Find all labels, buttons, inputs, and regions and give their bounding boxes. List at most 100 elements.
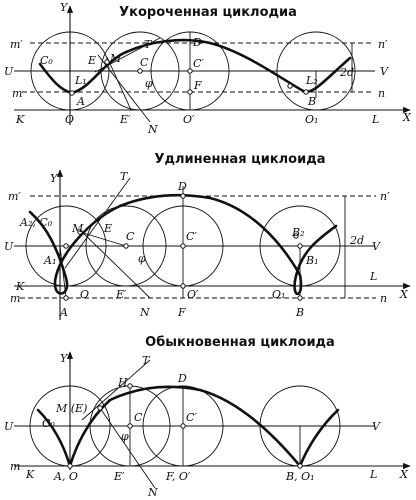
label-e-prime: E′ — [119, 113, 131, 126]
label-x: X — [399, 468, 409, 481]
panel-title: Укороченная циклодиа — [119, 5, 297, 20]
point-b1 — [297, 243, 303, 249]
normal-line — [79, 229, 151, 299]
elongated-cycloid-curve — [28, 193, 338, 295]
label-k: K — [25, 468, 35, 481]
label-2d: 2d — [339, 66, 354, 79]
point-a1 — [63, 243, 69, 249]
tangent-line — [81, 359, 151, 421]
panel-title: Удлиненная циклоида — [155, 152, 326, 167]
label-a: A — [76, 95, 85, 108]
panel-ordinary: Обыкновенная циклоида Y X T H D M (E) C₀… — [4, 335, 411, 499]
point-f — [187, 89, 193, 95]
point-b-o1 — [297, 463, 303, 469]
point-a — [69, 90, 75, 96]
label-x: X — [399, 288, 409, 301]
label-l2: L₂ — [305, 74, 318, 87]
label-l: L — [369, 468, 377, 481]
label-t: T — [142, 354, 151, 367]
label-l1: L₁ — [74, 74, 87, 87]
label-b1: B₁ — [305, 254, 319, 267]
label-f: F — [177, 306, 186, 319]
label-e: E — [103, 222, 112, 235]
label-y: Y — [50, 172, 59, 185]
label-x: X — [402, 111, 412, 124]
generating-circle-final — [276, 31, 356, 111]
panel-title: Обыкновенная циклоида — [145, 335, 335, 350]
label-m-prime: m′ — [8, 190, 21, 203]
label-d: D — [177, 180, 187, 193]
label-c-prime: C′ — [186, 411, 197, 424]
label-c-prime: C′ — [186, 230, 197, 243]
label-c-prime: C′ — [193, 57, 204, 70]
label-m-point: M — [71, 222, 84, 235]
generating-circle-c — [85, 205, 167, 287]
label-phi: φ — [121, 430, 129, 443]
point-b — [303, 89, 309, 95]
label-o1: O₁ — [305, 113, 318, 126]
point-b2 — [293, 233, 299, 239]
point-c — [127, 423, 133, 429]
label-o-prime: O′ — [183, 113, 195, 126]
label-n-prime: n′ — [378, 38, 388, 51]
label-o: O — [80, 288, 89, 301]
label-m-e: M (E) — [55, 402, 87, 415]
label-m: m — [10, 460, 20, 473]
point-c — [123, 243, 129, 249]
label-n-normal: N — [147, 486, 158, 499]
label-l: L — [369, 270, 377, 283]
panel-elongated: Удлиненная циклоида Y X T D m′ n′ — [4, 152, 411, 320]
label-e-prime: E′ — [115, 288, 127, 301]
label-k: K — [15, 280, 25, 293]
generating-circle-initial — [30, 31, 110, 111]
label-a: A — [59, 306, 68, 319]
label-u: U — [4, 65, 14, 78]
label-a-o: A, O — [53, 470, 78, 483]
label-e-prime: E′ — [113, 470, 125, 483]
label-b: B — [295, 306, 304, 319]
point-d — [180, 193, 186, 199]
label-b: B — [307, 95, 316, 108]
point-c-prime — [180, 243, 186, 249]
label-a1: A₁ — [43, 254, 56, 267]
panel-shortened: Укороченная циклодиа Y X — [4, 1, 412, 136]
label-n: n — [378, 87, 385, 100]
radius-to-e-prime — [106, 56, 132, 111]
label-v: V — [372, 420, 381, 433]
point-a — [63, 295, 69, 301]
point-c-prime — [187, 68, 193, 74]
point-o-prime — [180, 283, 186, 289]
label-v: V — [372, 240, 381, 253]
label-m-point: M — [109, 52, 122, 65]
label-o: O — [65, 113, 74, 126]
label-f: F — [193, 79, 202, 92]
label-u: U — [4, 240, 14, 253]
point-c — [137, 68, 143, 74]
label-t: T — [144, 38, 153, 51]
label-u: U — [4, 420, 14, 433]
label-t: T — [120, 170, 129, 183]
label-m: m — [10, 292, 20, 305]
point-c-prime — [180, 423, 186, 429]
label-phi: φ — [138, 252, 146, 265]
label-l: L — [371, 113, 379, 126]
label-c0: C₀ — [42, 417, 55, 430]
point-m-e — [97, 405, 103, 411]
label-v: V — [380, 65, 389, 78]
label-e: E — [87, 54, 96, 67]
radius-c-m — [79, 231, 127, 247]
label-phi: φ — [145, 77, 153, 90]
label-n: n — [380, 292, 387, 305]
point-m — [77, 229, 83, 235]
label-n-prime: n′ — [380, 190, 390, 203]
label-c0: C₀ — [40, 54, 53, 67]
label-c: C — [126, 230, 135, 243]
tangent-line — [64, 177, 131, 269]
label-y: Y — [60, 1, 69, 14]
point-l2 — [287, 83, 293, 89]
point-m — [104, 59, 110, 65]
label-f-o-prime: F, O′ — [165, 470, 191, 483]
label-o-prime: O′ — [187, 288, 199, 301]
point-h — [127, 383, 133, 389]
